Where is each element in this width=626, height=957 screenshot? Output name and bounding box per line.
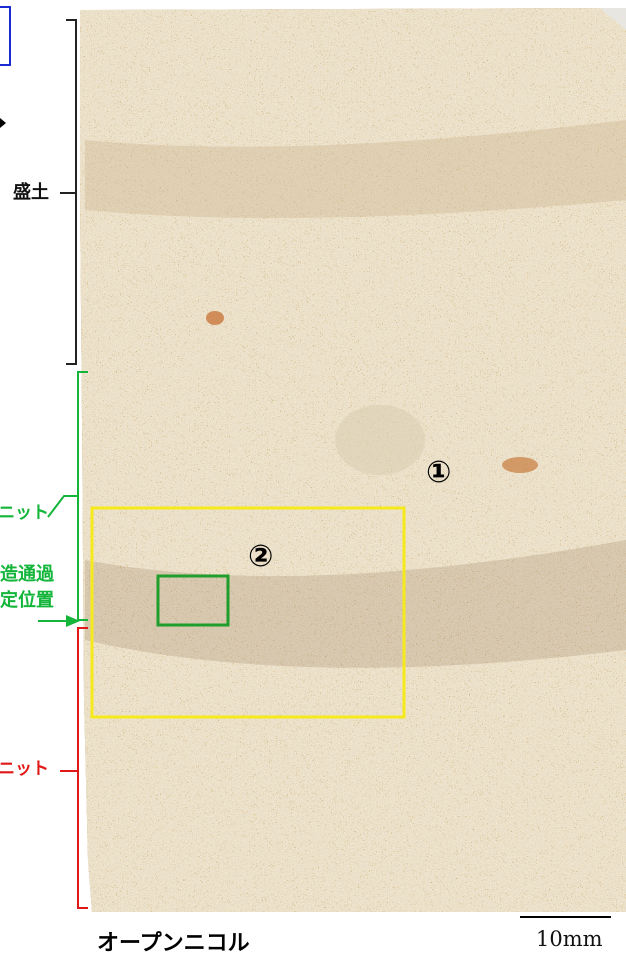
arrow-icon [0,118,6,128]
marker-2: ② [248,539,274,574]
boundary-label-line1: 造通過 [0,564,54,585]
corner-box [0,6,11,66]
highlight-box [90,506,406,719]
boundary-label-line2: 定位置 [0,590,54,611]
boundary-arrow [66,615,80,627]
lower-unit-label: ニット [0,759,49,779]
upper-unit-label: ニット [0,503,49,523]
fill-label: 盛土 [13,182,49,203]
caption: オープンニコル [97,931,250,956]
lower-unit-bracket [77,627,88,909]
scale-bar-label: 10mm [536,927,603,951]
inner-detail-box [156,574,230,627]
marker-1: ① [426,455,452,490]
